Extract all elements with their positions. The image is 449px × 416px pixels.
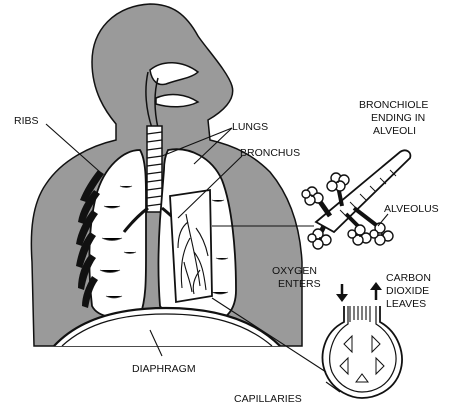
label-carbon-line3: LEAVES — [386, 298, 426, 310]
label-alveolus: ALVEOLUS — [384, 203, 439, 215]
label-oxygen-line2: ENTERS — [278, 278, 321, 290]
label-carbon-line2: DIOXIDE — [386, 285, 429, 297]
label-bronchus: BRONCHUS — [240, 147, 300, 159]
bronchus-left-branch — [122, 206, 149, 233]
alveolus-sac — [321, 306, 403, 399]
oxygen-arrow — [336, 284, 348, 302]
oral-cavity — [155, 93, 200, 108]
bronchiole-tube — [313, 149, 412, 240]
carbon-dioxide-arrow — [370, 282, 382, 300]
label-lungs: LUNGS — [232, 121, 268, 133]
diaphragm — [53, 306, 281, 347]
alveoli-clusters — [301, 172, 394, 250]
label-ribs: RIBS — [14, 115, 39, 127]
label-bronchiole-line2: ENDING IN — [371, 112, 425, 124]
leader-lines — [45, 123, 389, 393]
lung-texture — [99, 185, 229, 299]
alveoli-dots — [311, 181, 383, 239]
trachea — [146, 125, 163, 213]
label-oxygen-line1: OXYGEN — [272, 265, 317, 277]
label-diaphragm: DIAPHRAGM — [132, 363, 196, 375]
label-carbon-line1: CARBON — [386, 272, 431, 284]
label-capillaries: CAPILLARIES — [234, 393, 302, 405]
label-bronchiole-line1: BRONCHIOLE — [359, 99, 428, 111]
diaphragm-inner — [61, 313, 273, 347]
ribs — [76, 170, 104, 308]
label-bronchiole-line3: ALVEOLI — [373, 125, 416, 137]
left-lung — [88, 149, 147, 319]
nasal-cavity — [149, 62, 200, 86]
lung-inset-box — [169, 188, 213, 304]
